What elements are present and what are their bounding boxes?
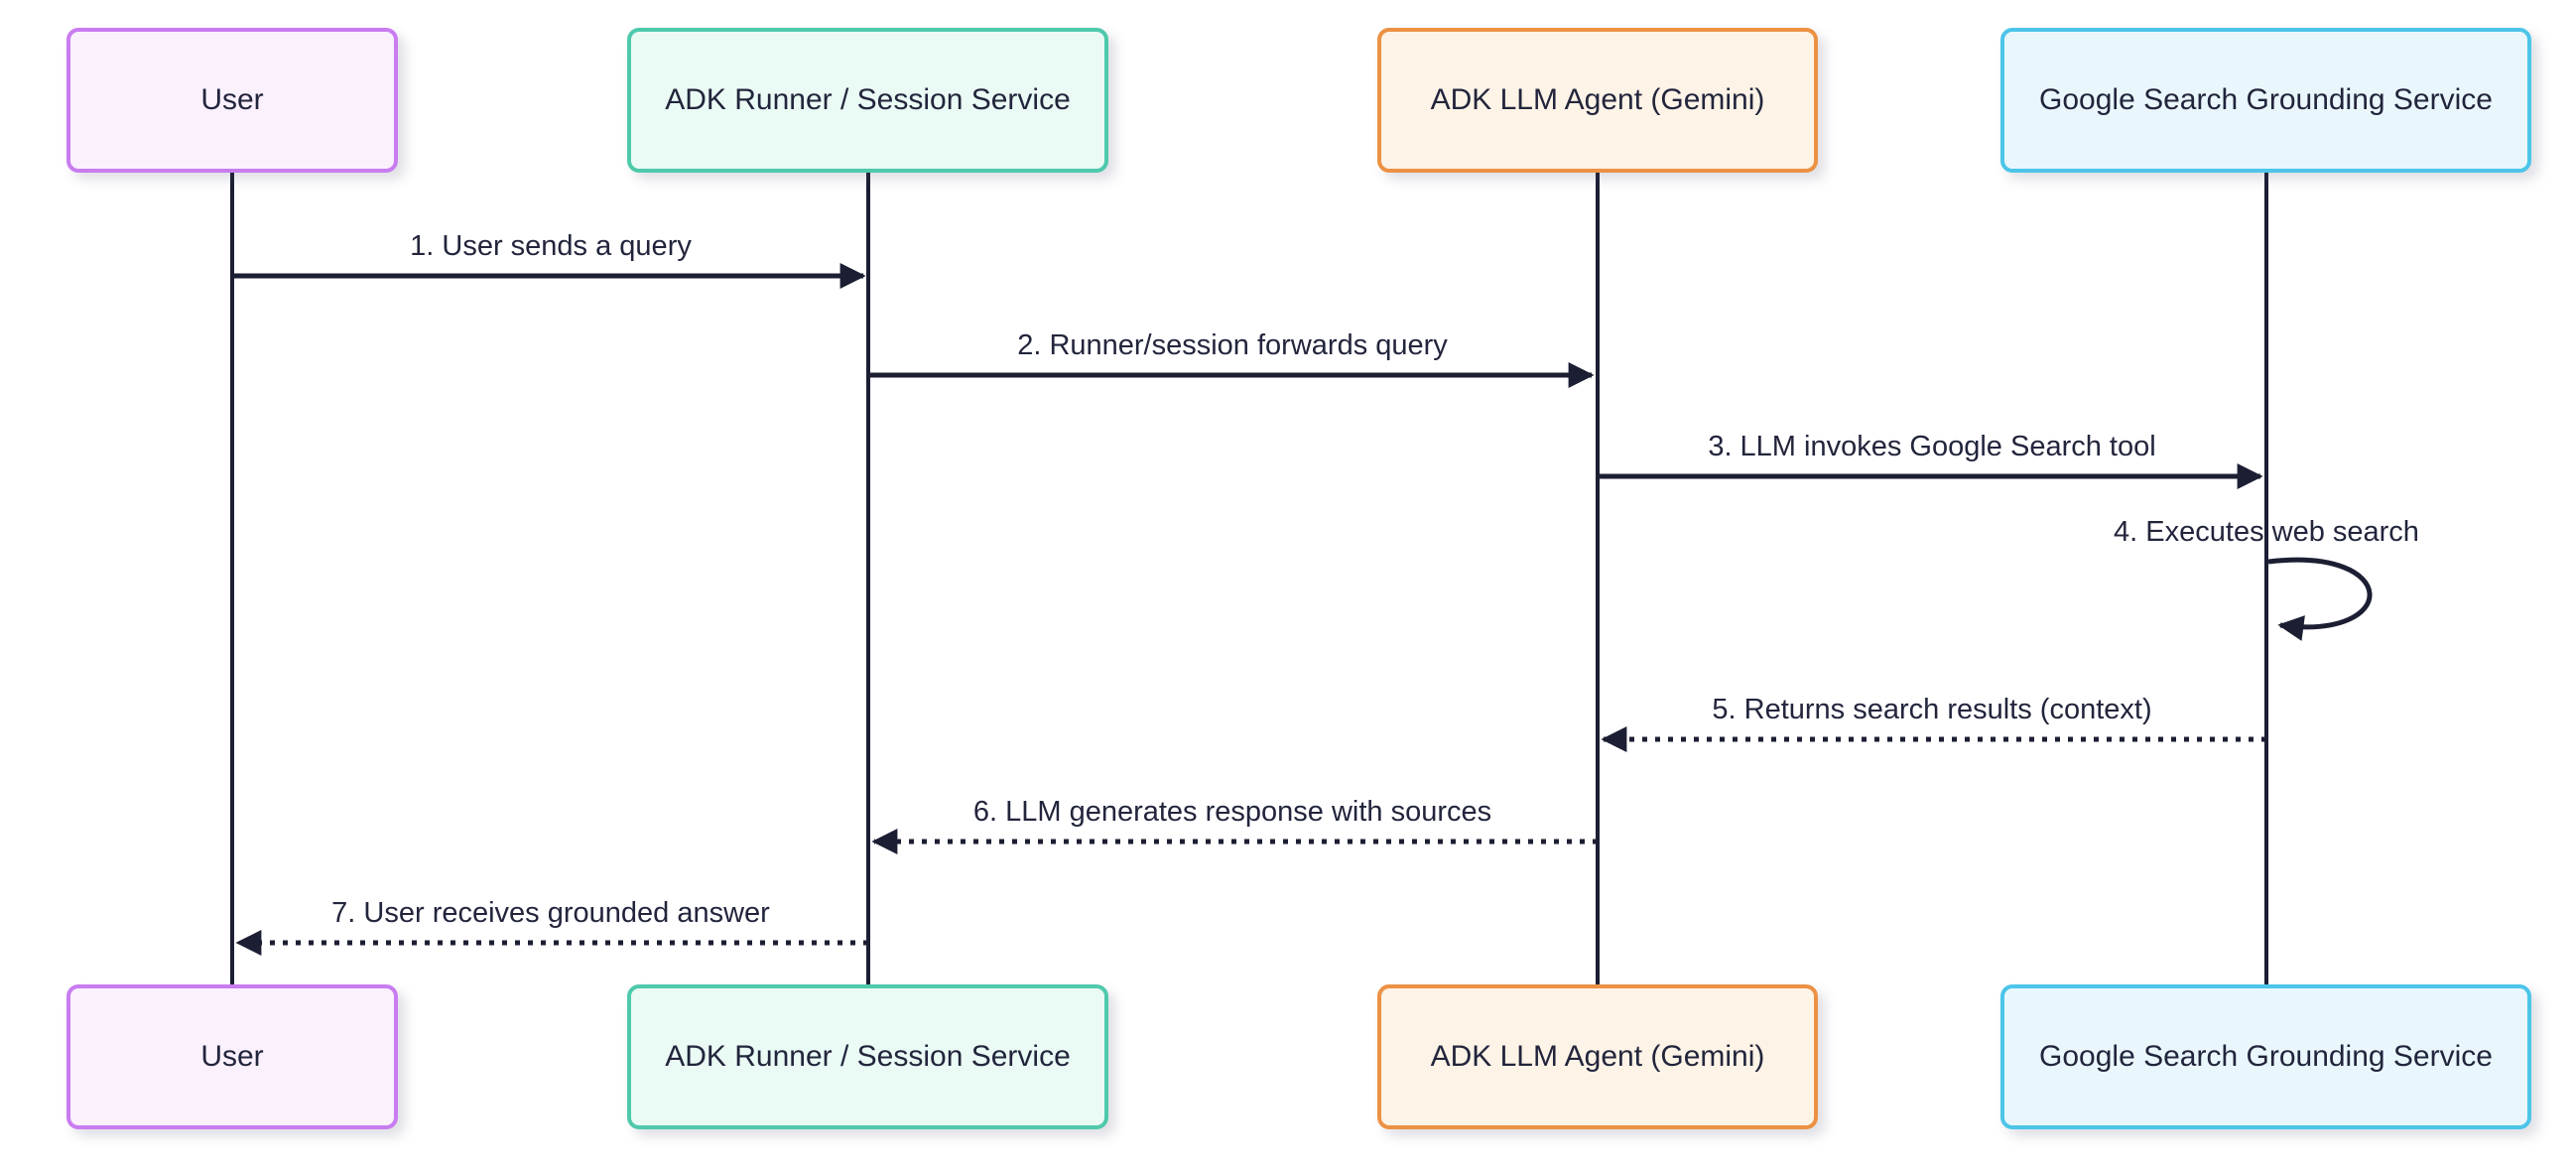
actor-user-top: User [66,28,398,173]
actor-google-top: Google Search Grounding Service [2000,28,2531,173]
actor-runner-bottom: ADK Runner / Session Service [627,984,1108,1129]
actor-llm-top: ADK LLM Agent (Gemini) [1377,28,1818,173]
actor-label: ADK Runner / Session Service [665,83,1071,116]
message-6-label: 6. LLM generates response with sources [972,796,1492,828]
actor-label: User [200,1040,264,1073]
message-2-label: 2. Runner/session forwards query [1017,329,1448,361]
message-7-label: 7. User receives grounded answer [331,897,770,929]
message-3-label: 3. LLM invokes Google Search tool [1708,431,2156,462]
message-4-self-loop-arrow [2267,557,2373,641]
actor-label: ADK LLM Agent (Gemini) [1430,83,1765,116]
message-5-label: 5. Returns search results (context) [1712,694,2152,725]
actor-label: ADK LLM Agent (Gemini) [1430,1040,1765,1073]
actor-google-bottom: Google Search Grounding Service [2000,984,2531,1129]
actor-label: Google Search Grounding Service [2039,83,2493,116]
message-4-label: 4. Executes web search [2114,516,2419,548]
actor-runner-top: ADK Runner / Session Service [627,28,1108,173]
actor-label: ADK Runner / Session Service [665,1040,1071,1073]
actor-user-bottom: User [66,984,398,1129]
actor-llm-bottom: ADK LLM Agent (Gemini) [1377,984,1818,1129]
message-1-label: 1. User sends a query [410,230,692,262]
actor-label: Google Search Grounding Service [2039,1040,2493,1073]
actor-label: User [200,83,264,116]
